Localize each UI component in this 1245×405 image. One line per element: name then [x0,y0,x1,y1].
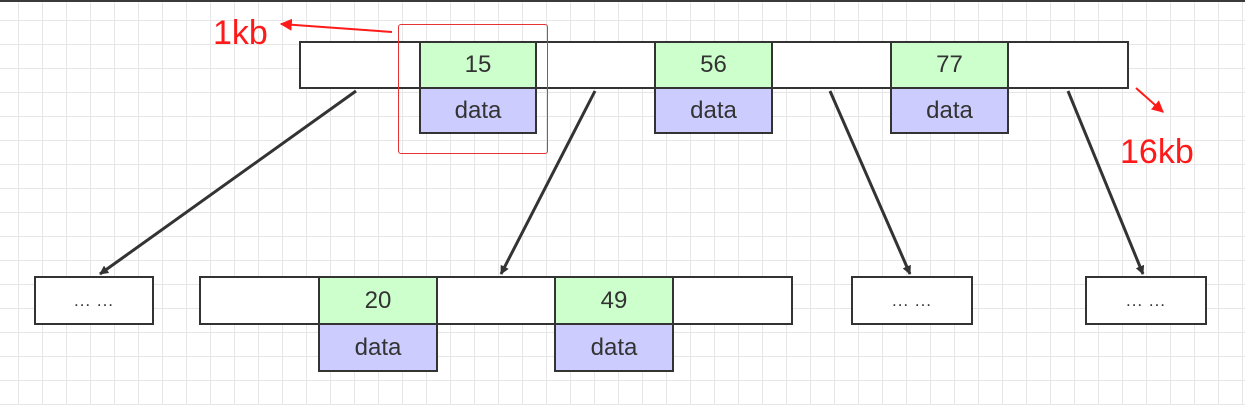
label-1kb: 1kb [213,14,268,52]
pointer-arrow-2 [499,90,597,275]
label-16kb: 16kb [1120,133,1194,171]
root-data-3: data [890,87,1009,134]
root-data-1: data [419,87,537,134]
red-arrow-16kb [1135,87,1164,113]
highlight-box [398,24,548,154]
leaf-node-3: ... ... [851,276,973,325]
child-data-2: data [554,323,674,372]
window-top-border [0,0,1245,2]
child-node [199,276,793,325]
leaf-node-4: ... ... [1085,276,1207,325]
pointer-arrow-1 [99,89,357,276]
root-data-2: data [654,87,773,134]
pointer-arrow-4 [1066,90,1145,275]
red-arrow-1kb [279,18,393,33]
pointer-arrow-3 [828,90,912,275]
leaf-node-1: ... ... [34,276,154,325]
child-key-2: 49 [554,276,674,325]
child-data-1: data [318,323,438,372]
